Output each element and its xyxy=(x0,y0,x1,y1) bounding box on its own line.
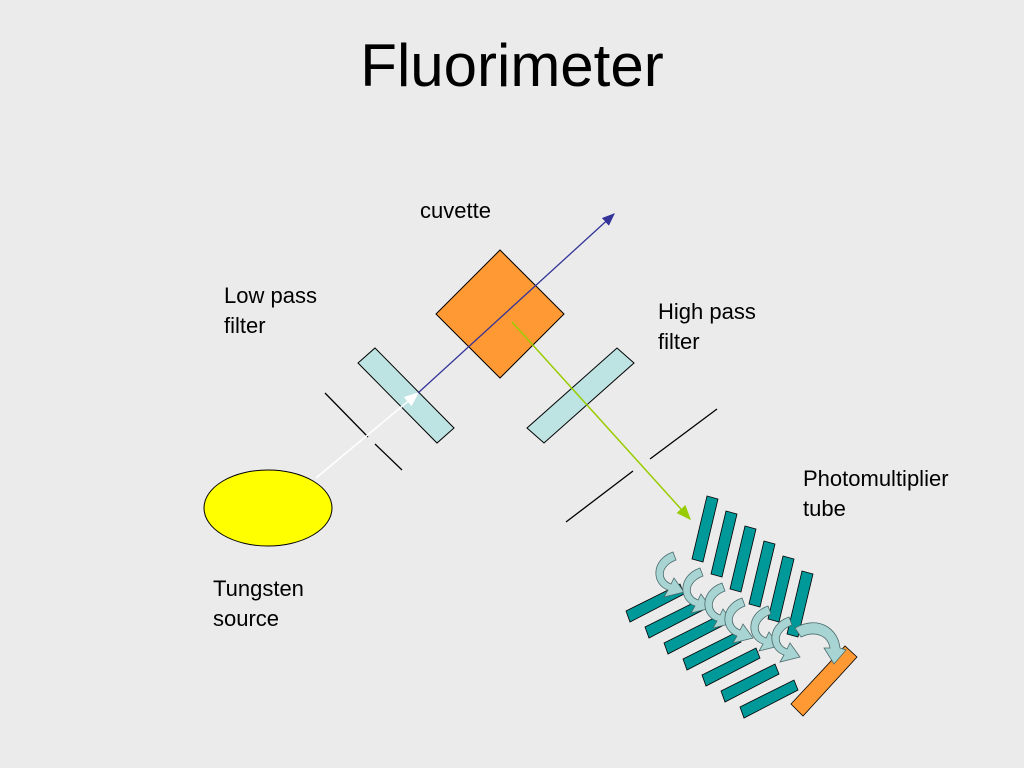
dynode xyxy=(739,679,799,719)
exit-slit-lower xyxy=(565,470,634,523)
photomultiplier-tube-label-line2: tube xyxy=(803,496,846,521)
photomultiplier-tube xyxy=(625,495,858,719)
exit-slit-upper xyxy=(649,408,718,460)
high-pass-filter-label: High pass filter xyxy=(658,297,756,357)
dynode xyxy=(720,663,780,703)
tungsten-source-label-line2: source xyxy=(213,606,280,631)
dynode xyxy=(729,525,757,593)
low-pass-filter-label-line2: filter xyxy=(224,313,266,338)
low-pass-filter-label: Low pass filter xyxy=(224,281,317,341)
photomultiplier-tube-label: Photomultiplier tube xyxy=(803,464,949,524)
high-pass-filter-label-line2: filter xyxy=(658,329,700,354)
page-title: Fluorimeter xyxy=(360,32,664,99)
anode xyxy=(790,645,858,717)
photomultiplier-tube-label-line1: Photomultiplier xyxy=(803,466,949,491)
electron-curve-arrow xyxy=(794,622,847,665)
low-pass-filter-label-line1: Low pass xyxy=(224,283,317,308)
electron-curve-arrow xyxy=(771,616,801,663)
dynode xyxy=(710,510,738,578)
cuvette-label-text: cuvette xyxy=(420,198,491,223)
emission-beam xyxy=(511,321,692,521)
incident-beam xyxy=(315,392,420,479)
low-pass-filter xyxy=(357,347,455,444)
dynode xyxy=(786,570,814,638)
dynode xyxy=(701,647,761,687)
high-pass-filter-label-line1: High pass xyxy=(658,299,756,324)
cuvette-label: cuvette xyxy=(420,196,491,226)
excitation-beam xyxy=(417,213,615,394)
high-pass-filter xyxy=(526,347,635,444)
dynode xyxy=(691,495,719,563)
entrance-slit-lower xyxy=(374,443,403,471)
tungsten-source-label-line1: Tungsten xyxy=(213,576,304,601)
electron-curve-arrow xyxy=(724,597,754,644)
tungsten-source-label: Tungsten source xyxy=(213,574,304,634)
electron-curve-arrow xyxy=(655,551,685,598)
dynode xyxy=(767,555,795,623)
dynode xyxy=(748,540,776,608)
tungsten-source xyxy=(203,469,333,547)
dynode xyxy=(682,631,742,671)
cuvette xyxy=(435,249,565,379)
entrance-slit-upper xyxy=(324,392,369,438)
